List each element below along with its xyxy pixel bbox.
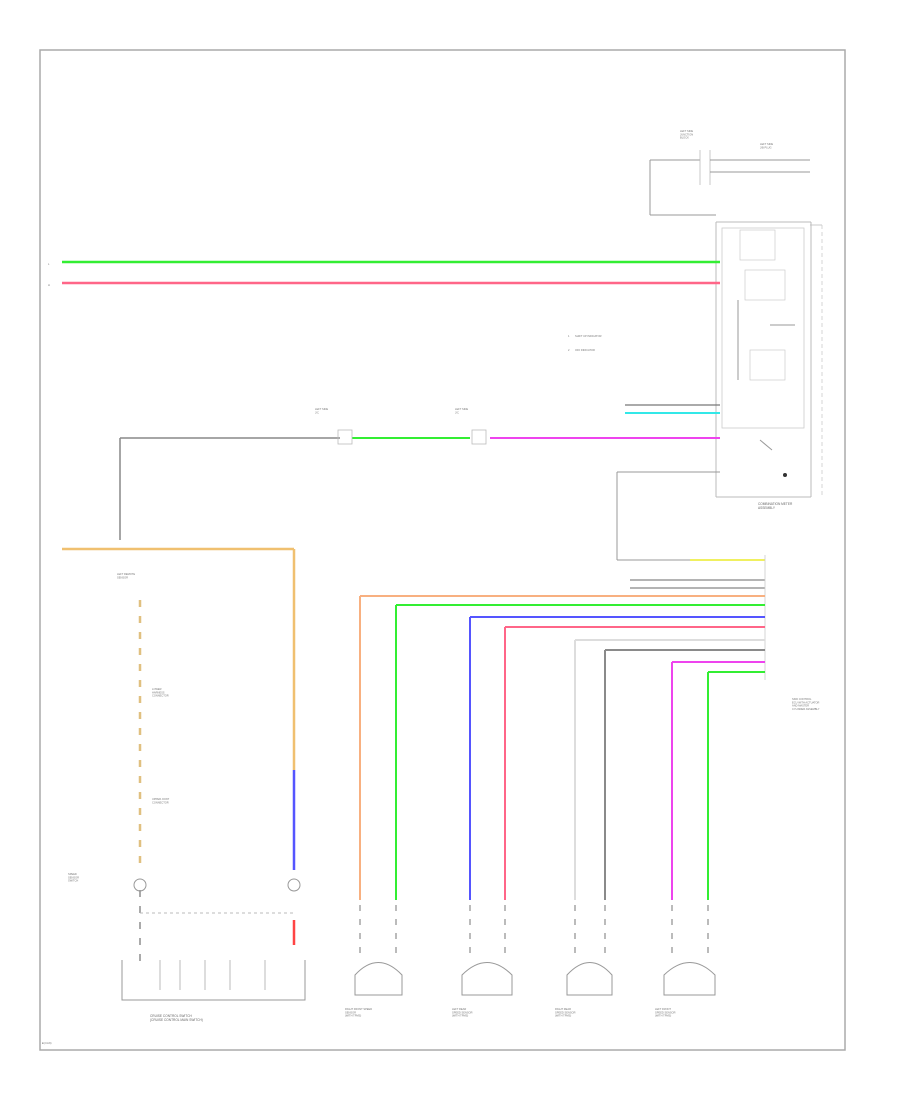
speed-sensor-wires: [359, 595, 765, 960]
svg-text:H: H: [48, 283, 50, 287]
meter-can-wires: L H: [48, 260, 720, 287]
svg-text:L: L: [48, 262, 50, 266]
svg-text:2: 2: [568, 348, 570, 352]
legend-item-2: OFF INDICATOR: [575, 348, 595, 352]
diagram-frame: [39, 49, 846, 1051]
cruise-switch-bracket: [121, 960, 306, 1001]
switch-terminal-right: [287, 878, 301, 892]
combination-meter-inner: [721, 227, 805, 429]
switch-terminal-left: [133, 878, 147, 892]
legend-item-1: SHIFT UP INDICATOR: [575, 334, 602, 338]
shift-indicator-legend: 1 SHIFT UP INDICATOR 2 OFF INDICATOR: [568, 334, 602, 352]
combination-meter-box: [715, 221, 812, 498]
cruise-switch-label: CRUISE CONTROL SWITCH(CRUISE CONTROL MAI…: [150, 1014, 203, 1022]
footer-note: ■ (CAN): [42, 1041, 52, 1045]
svg-text:1: 1: [568, 334, 570, 338]
